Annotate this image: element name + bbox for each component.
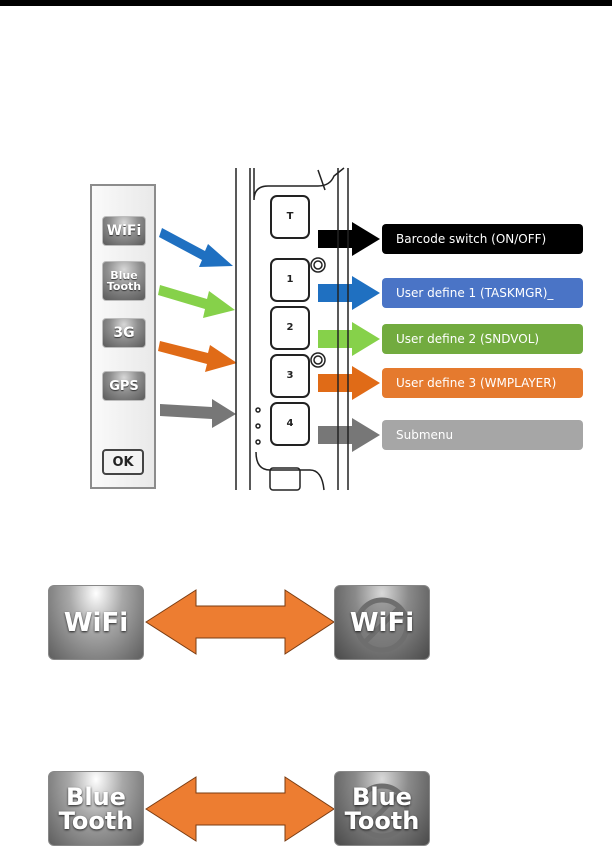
3g-arrow-orange — [158, 341, 237, 372]
bluetooth-on-line-2: Tooth — [59, 809, 134, 833]
3g-icon[interactable]: 3G — [102, 318, 146, 348]
label-user-define-1: User define 1 (TASKMGR)_ — [382, 278, 583, 308]
label-user-define-2: User define 2 (SNDVOL) — [382, 324, 583, 354]
bluetooth-off-line-2: Tooth — [345, 809, 420, 833]
bluetooth-on-line-1: Blue — [66, 785, 126, 809]
barcode-arrow-black — [318, 222, 380, 256]
user1-arrow-blue — [318, 276, 380, 310]
bluetooth-icon[interactable]: Blue Tooth — [102, 261, 146, 301]
gps-arrow-gray — [160, 399, 236, 428]
submenu-arrow-gray — [318, 418, 380, 452]
wifi-icon[interactable]: WiFi — [102, 216, 146, 246]
wifi-toggle-arrow — [146, 590, 334, 654]
hardware-key-4[interactable]: 4 — [270, 402, 310, 446]
hardware-key-3[interactable]: 3 — [270, 354, 310, 398]
bluetooth-toggle-arrow — [146, 777, 334, 841]
label-user-define-3: User define 3 (WMPLAYER) — [382, 368, 583, 398]
bluetooth-off-icon: Blue Tooth — [334, 771, 430, 846]
hardware-key-t[interactable]: T — [270, 195, 310, 239]
user2-arrow-green — [318, 322, 380, 356]
hardware-key-1[interactable]: 1 — [270, 258, 310, 302]
wifi-arrow-blue — [159, 228, 233, 267]
user3-arrow-orange — [318, 366, 380, 400]
wifi-off-label: WiFi — [350, 610, 414, 636]
hardware-key-2[interactable]: 2 — [270, 306, 310, 350]
wifi-on-icon: WiFi — [48, 585, 144, 660]
ok-button[interactable]: OK — [102, 449, 144, 475]
label-barcode-switch: Barcode switch (ON/OFF) — [382, 224, 583, 254]
bluetooth-arrow-green — [158, 285, 235, 318]
gps-icon[interactable]: GPS — [102, 371, 146, 401]
wifi-icon-label: WiFi — [107, 224, 142, 238]
quick-toggle-panel: WiFi Blue Tooth 3G GPS OK — [90, 184, 156, 489]
gps-icon-label: GPS — [109, 380, 139, 393]
bluetooth-icon-line-2: Tooth — [107, 281, 141, 292]
label-submenu: Submenu — [382, 420, 583, 450]
bluetooth-off-line-1: Blue — [352, 785, 412, 809]
wifi-on-label: WiFi — [64, 610, 128, 636]
wifi-off-icon: WiFi — [334, 585, 430, 660]
bluetooth-on-icon: Blue Tooth — [48, 771, 144, 846]
3g-icon-label: 3G — [113, 326, 134, 340]
